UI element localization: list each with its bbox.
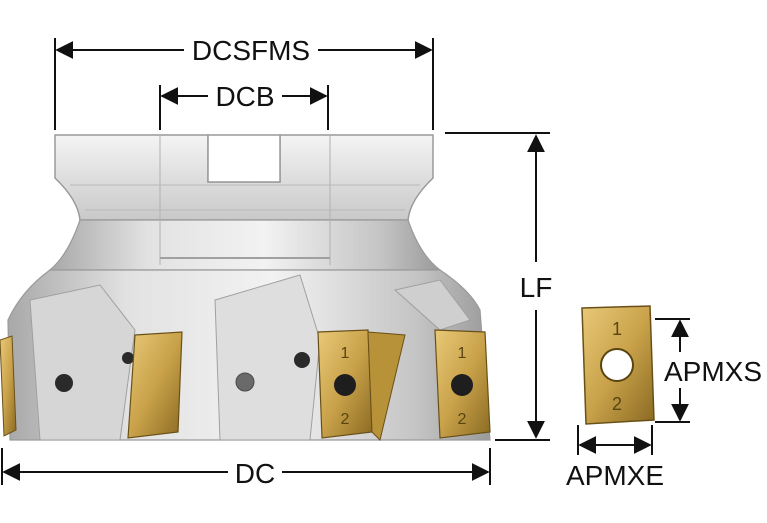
- coolant-hole-left: [55, 374, 73, 392]
- cutter-inserts: 1 2 1 2: [0, 329, 491, 441]
- chip-pocket-center: [214, 274, 321, 441]
- insert-left: [127, 331, 183, 439]
- label-dc: DC: [235, 458, 275, 489]
- dimension-lines: [1, 38, 690, 485]
- label-apmxs: APMXS: [664, 356, 762, 387]
- cutter-top-collar: [54, 134, 434, 221]
- chip-pocket-right: [393, 279, 471, 331]
- insert-screw-center: [334, 374, 356, 396]
- coolant-hole-2: [122, 352, 134, 364]
- coolant-hole-center: [235, 372, 255, 392]
- label-lf: LF: [520, 272, 553, 303]
- insert-right-mark-top: 1: [458, 345, 467, 362]
- insert-far-left: [0, 335, 17, 437]
- insert-center-mark-bottom: 2: [341, 411, 350, 428]
- dimension-labels: DCSFMS DCB LF DC APMXS APMXE: [192, 35, 762, 491]
- standalone-insert-mark-top: 1: [612, 319, 622, 339]
- standalone-insert-mark-bottom: 2: [612, 394, 622, 414]
- cutter-body: [7, 134, 491, 441]
- insert-center-side: [367, 331, 406, 441]
- chip-pocket-left: [29, 284, 136, 441]
- label-apmxe: APMXE: [566, 460, 664, 491]
- standalone-insert: 1 2: [581, 305, 655, 425]
- insert-center-mark-top: 1: [341, 345, 350, 362]
- insert-screw-right: [451, 374, 473, 396]
- label-dcb: DCB: [215, 81, 274, 112]
- standalone-insert-hole: [600, 348, 634, 382]
- coolant-hole-3: [294, 352, 310, 368]
- insert-right-mark-bottom: 2: [458, 411, 467, 428]
- label-dcsfms: DCSFMS: [192, 35, 310, 66]
- drive-slot: [207, 134, 281, 183]
- cutter-neck: [48, 219, 442, 271]
